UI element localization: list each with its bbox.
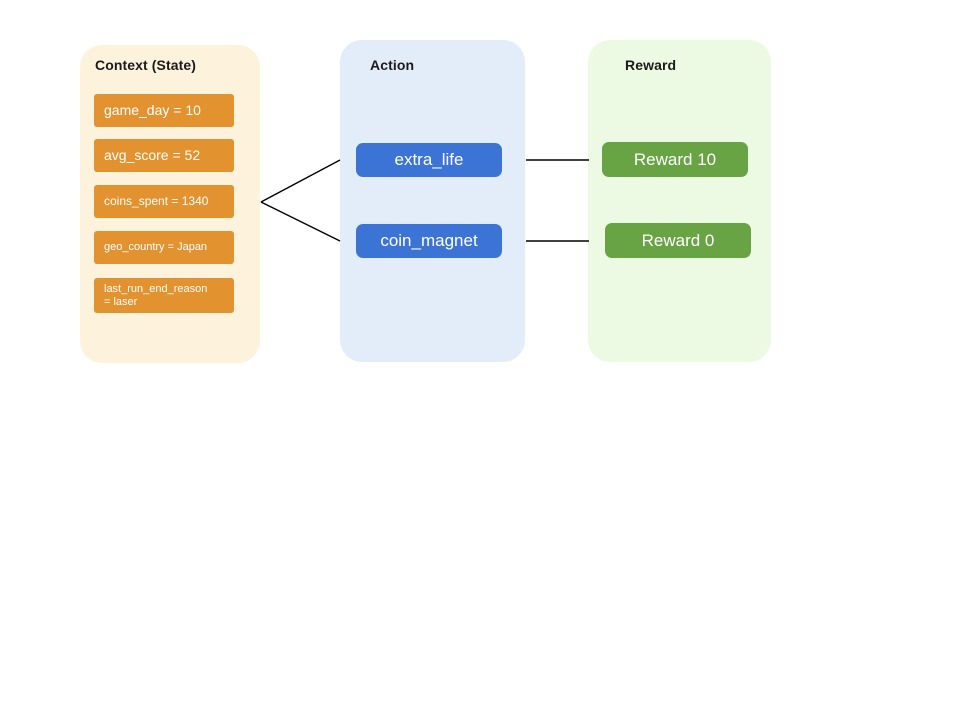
context-chip-last-run-end-reason[interactable]: last_run_end_reason = laser <box>94 278 234 313</box>
panel-reward <box>588 40 771 362</box>
panel-action <box>340 40 525 362</box>
action-chip-coin-magnet[interactable]: coin_magnet <box>356 224 502 258</box>
connector-context-to-coin-magnet <box>260 201 341 242</box>
reward-chip-reward-0[interactable]: Reward 0 <box>605 223 751 258</box>
connector-context-to-extra-life <box>260 159 341 203</box>
context-chip-avg-score[interactable]: avg_score = 52 <box>94 139 234 172</box>
context-chip-coins-spent[interactable]: coins_spent = 1340 <box>94 185 234 218</box>
context-chip-geo-country[interactable]: geo_country = Japan <box>94 231 234 264</box>
context-chip-line-2: = laser <box>104 295 138 308</box>
context-chip-line-1: last_run_end_reason <box>104 283 208 295</box>
panel-context-title: Context (State) <box>95 57 197 73</box>
panel-action-title: Action <box>370 57 415 73</box>
action-chip-extra-life[interactable]: extra_life <box>356 143 502 177</box>
panel-reward-title: Reward <box>625 57 677 73</box>
reward-chip-reward-10[interactable]: Reward 10 <box>602 142 748 177</box>
context-chip-game-day[interactable]: game_day = 10 <box>94 94 234 127</box>
